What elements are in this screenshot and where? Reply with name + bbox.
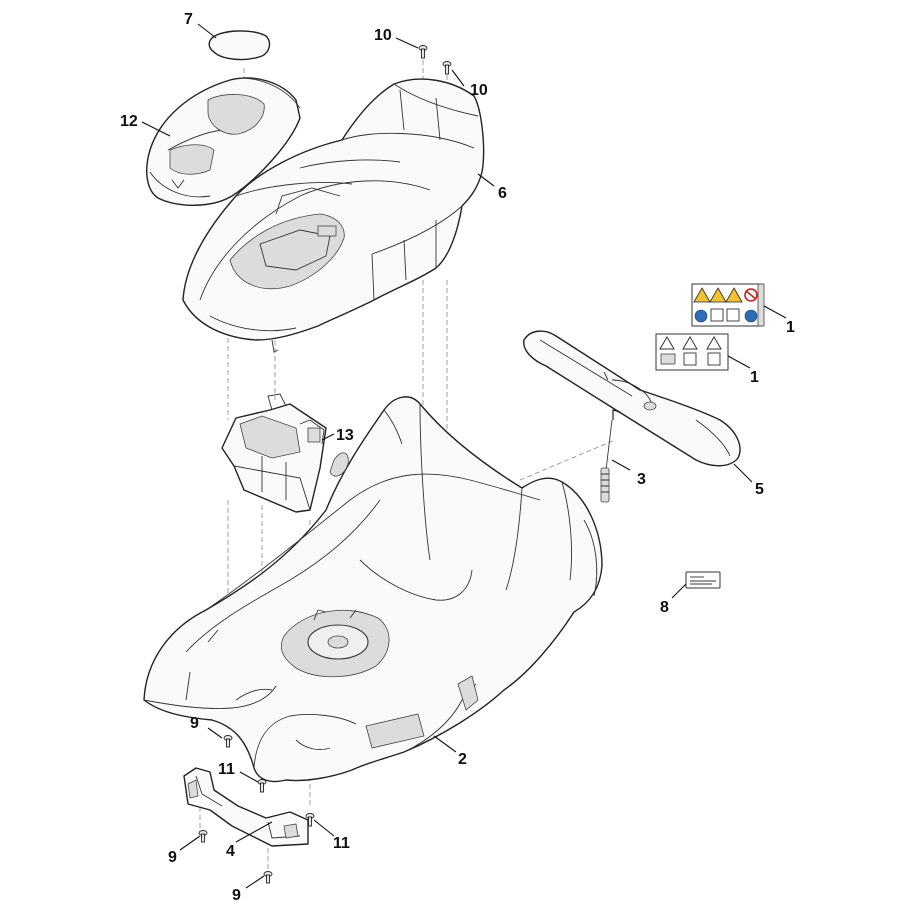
part-1-warning-label-large bbox=[691, 283, 765, 327]
part-9-screws bbox=[198, 735, 273, 884]
screw-11b bbox=[305, 813, 315, 827]
part-10-screws bbox=[418, 45, 452, 75]
callout-1a: 1 bbox=[786, 319, 795, 336]
part-5-flap bbox=[523, 330, 741, 467]
callout-13: 13 bbox=[336, 427, 354, 444]
callout-11a: 11 bbox=[218, 761, 235, 778]
callout-9c: 9 bbox=[232, 887, 241, 904]
screw-11a bbox=[257, 779, 267, 793]
part-6-upper-housing bbox=[182, 78, 485, 353]
screw-9b bbox=[198, 830, 208, 843]
callout-6: 6 bbox=[498, 185, 507, 202]
callout-1b: 1 bbox=[750, 369, 759, 386]
screw-9c bbox=[263, 871, 273, 884]
callout-5: 5 bbox=[755, 481, 764, 498]
part-1-warning-label-small bbox=[655, 333, 729, 371]
callout-11b: 11 bbox=[333, 835, 350, 852]
callout-3: 3 bbox=[637, 471, 646, 488]
part-11-screws bbox=[257, 779, 315, 827]
callout-10a: 10 bbox=[374, 27, 392, 44]
part-13-bracket-box bbox=[221, 393, 327, 513]
callout-9b: 9 bbox=[168, 849, 177, 866]
screw-9a bbox=[223, 735, 233, 748]
callout-10b: 10 bbox=[470, 82, 488, 99]
screw-10b bbox=[442, 61, 452, 75]
part-8-type-plate bbox=[685, 571, 721, 589]
callout-9a: 9 bbox=[190, 715, 199, 732]
part-7-cover-plate bbox=[208, 30, 271, 61]
callout-7: 7 bbox=[184, 11, 193, 28]
screw-10a bbox=[418, 45, 428, 59]
callout-8: 8 bbox=[660, 599, 669, 616]
part-3-spring bbox=[600, 409, 621, 503]
callout-2: 2 bbox=[458, 751, 467, 768]
part-12-handle-cover bbox=[146, 77, 301, 206]
callout-12: 12 bbox=[120, 113, 138, 130]
part-2-main-deck bbox=[143, 396, 603, 783]
part-4-front-bracket bbox=[183, 767, 309, 847]
callout-labels: 1 1 2 3 4 5 6 7 8 9 9 9 10 10 11 11 12 1… bbox=[120, 11, 795, 904]
callout-4: 4 bbox=[226, 843, 235, 860]
leader-lines bbox=[141, 23, 787, 889]
